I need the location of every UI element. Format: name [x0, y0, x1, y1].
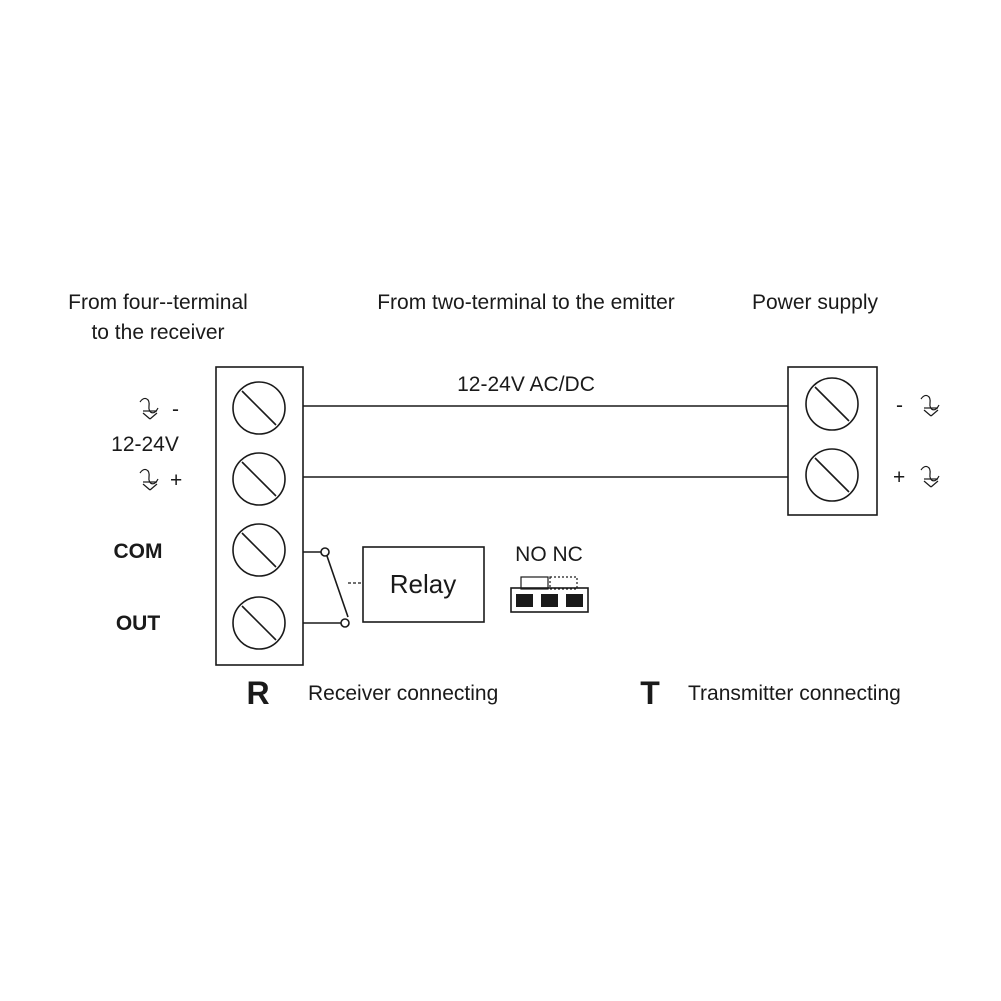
receiver-plus-sign: + — [170, 469, 182, 492]
relay-label: Relay — [390, 569, 456, 599]
com-label: COM — [114, 540, 163, 563]
legend-receiver-text: Receiver connecting — [308, 682, 498, 705]
jumper-pin — [541, 594, 558, 607]
receiver-voltage-label: 12-24V — [111, 433, 179, 456]
receiver-header-line2: to the receiver — [91, 321, 224, 344]
power-supply-header: Power supply — [752, 291, 879, 314]
ac-dc-symbol-icon — [920, 465, 940, 488]
receiver-header-line1: From four--terminal — [68, 291, 248, 314]
relay-box — [362, 546, 485, 623]
power-plus-sign: + — [893, 466, 905, 489]
wire-voltage-label: 12-24V AC/DC — [457, 373, 595, 396]
legend-transmitter-letter: T — [640, 675, 660, 711]
receiver-terminal-block — [215, 366, 304, 666]
ac-dc-symbol-icon — [139, 397, 159, 420]
jumper-cap-no — [520, 576, 549, 590]
ac-dc-symbol-icon — [139, 468, 159, 491]
power-terminal-block — [787, 366, 878, 516]
power-minus-sign: - — [896, 394, 903, 417]
relay-switch-arm — [326, 555, 349, 618]
out-label: OUT — [116, 612, 161, 635]
jumper-cap-nc — [549, 576, 578, 590]
jumper-pin — [566, 594, 583, 607]
out-contact — [340, 618, 350, 628]
emitter-header: From two-terminal to the emitter — [377, 291, 675, 314]
jumper-pin — [516, 594, 533, 607]
legend-receiver-letter: R — [246, 675, 269, 711]
com-contact — [320, 547, 330, 557]
receiver-minus-sign: - — [172, 398, 179, 421]
jumper-label: NO NC — [515, 543, 583, 566]
legend-transmitter-text: Transmitter connecting — [688, 682, 901, 705]
ac-dc-symbol-icon — [920, 394, 940, 417]
jumper-header — [510, 587, 589, 613]
